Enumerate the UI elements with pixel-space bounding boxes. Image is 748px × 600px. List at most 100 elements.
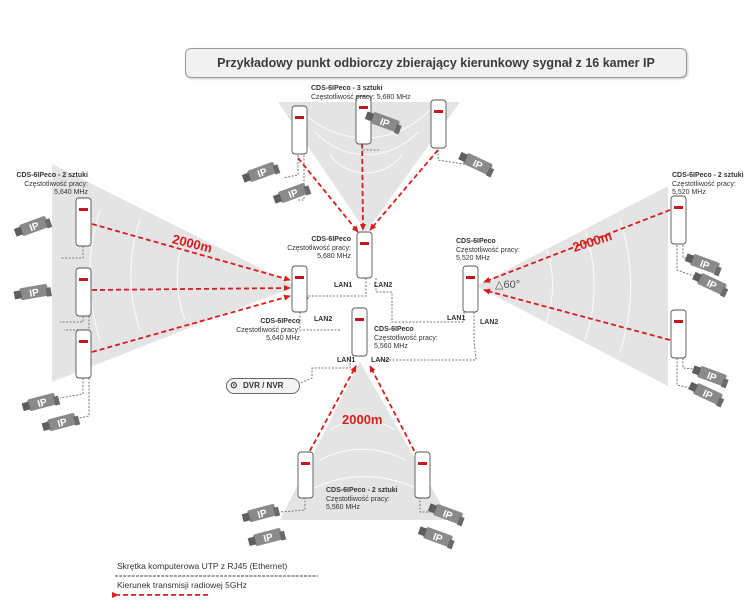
sector-left (52, 164, 296, 382)
label-hub-left-freqlabel: Częstotliwość pracy: (236, 326, 300, 334)
lan2-hub-right: LAN2 (480, 319, 499, 326)
label-hub-top-freqlabel: Częstotliwość pracy: (287, 244, 351, 252)
ip-camera-icon: IP (247, 528, 287, 547)
label-hub-center-freqlabel: Częstotliwość pracy: (374, 334, 438, 342)
label-top-model: CDS-6IPeco - 3 sztuki (311, 85, 383, 92)
ip-camera-icon: IP (364, 111, 402, 135)
label-hub-top: CDS-6IPeco Częstotliwość pracy: 5,680 MH… (287, 236, 351, 262)
lan2-hub-center: LAN2 (371, 357, 390, 364)
label-hub-left: CDS-6IPeco Częstotliwość pracy: 5,640 MH… (236, 318, 300, 344)
lan1-hub-center: LAN1 (337, 357, 356, 364)
ip-camera-label: IP (56, 417, 68, 430)
lan2-hub-top: LAN2 (374, 282, 393, 289)
label-hub-right-freq: 5,520 MHz (456, 255, 490, 262)
ip-camera-icon: IP (692, 271, 729, 298)
legend-radio: Kierunek transmisji radiowej 5GHz (117, 580, 247, 590)
label-right-freqlabel: Częstotliwość pracy: (672, 180, 736, 188)
angle-label: △60° (495, 279, 521, 291)
ip-camera-icon: IP (272, 183, 312, 204)
label-left-model: CDS-6IPeco - 2 sztuki (16, 172, 88, 179)
legend-utp: Skrętka komputerowa UTP z RJ45 (Ethernet… (117, 561, 288, 571)
radio-links (91, 134, 671, 598)
label-hub-top-model: CDS-6IPeco (311, 236, 351, 243)
ip-camera-label: IP (28, 221, 41, 235)
label-bottom-freqlabel: Częstotliwość pracy: (326, 495, 390, 503)
sector-right (476, 186, 668, 386)
label-hub-center-freq: 5,560 MHz (374, 343, 408, 350)
ip-camera-icon: IP (691, 365, 729, 389)
ip-camera-label: IP (705, 371, 718, 385)
device-hub-top (356, 231, 373, 279)
angle-value: 60° (503, 279, 521, 291)
ip-camera-label: IP (262, 532, 274, 545)
label-left-freq: 5,640 MHz (54, 189, 88, 196)
label-hub-right-freqlabel: Częstotliwość pracy: (456, 246, 520, 254)
device-top-1 (291, 105, 308, 155)
label-hub-right: CDS-6IPeco Częstotliwość pracy: 5,520 MH… (456, 238, 520, 264)
ip-camera-icon: IP (41, 413, 81, 432)
device-hub-center (351, 307, 368, 357)
label-bottom-model: CDS-6IPeco - 2 sztuki (326, 487, 398, 494)
ip-camera-label: IP (705, 278, 719, 292)
label-right-group: CDS-6IPeco - 2 sztuki Częstotliwość prac… (672, 172, 744, 198)
page-title: Przykładowy punkt odbiorczy zbierający k… (217, 56, 655, 70)
label-top-freq: Częstotliwość pracy: 5,680 MHz (311, 93, 411, 101)
sector-bottom (280, 362, 450, 520)
ip-camera-label: IP (441, 509, 454, 523)
ip-camera-label: IP (29, 287, 41, 300)
ip-camera-icon: IP (13, 283, 52, 301)
dvr-icon: ⊙ (230, 380, 238, 390)
label-hub-top-freq: 5,680 MHz (317, 253, 351, 260)
ip-camera-icon: IP (427, 503, 465, 527)
title-box: Przykładowy punkt odbiorczy zbierający k… (185, 48, 687, 78)
ip-camera-label: IP (431, 532, 444, 546)
device-right-1 (670, 195, 687, 245)
ip-camera-icon: IP (417, 526, 455, 550)
label-left-freqlabel: Częstotliwość pracy: (24, 180, 88, 188)
ip-camera-label: IP (256, 508, 268, 521)
device-hub-left (291, 265, 308, 313)
ip-camera-label: IP (256, 167, 269, 181)
label-right-model: CDS-6IPeco - 2 sztuki (672, 172, 744, 179)
ip-camera-label: IP (378, 117, 391, 131)
lan1-hub-top: LAN1 (334, 282, 353, 289)
ip-camera-icon: IP (21, 393, 61, 412)
label-top-group: CDS-6IPeco - 3 sztuki Częstotliwość prac… (311, 85, 411, 102)
ip-camera-icon: IP (688, 381, 725, 408)
dvr-nvr-box[interactable]: ⊙ DVR / NVR (226, 378, 300, 394)
distance-bottom: 2000m (342, 412, 383, 427)
label-hub-left-model: CDS-6IPeco (260, 318, 300, 325)
ip-camera-icon: IP (458, 151, 495, 178)
device-right-2 (670, 309, 687, 359)
device-left-1 (75, 197, 92, 247)
label-right-freq: 5,520 MHz (672, 189, 706, 196)
device-logos (79, 106, 683, 465)
label-left-group: CDS-6IPeco - 2 sztuki Częstotliwość prac… (16, 172, 88, 198)
ip-camera-label: IP (698, 259, 711, 273)
device-bottom-1 (297, 451, 314, 499)
ip-camera-label: IP (36, 397, 48, 410)
dvr-label: DVR / NVR (243, 381, 284, 390)
ip-camera-label: IP (471, 158, 485, 172)
device-left-3 (75, 329, 92, 379)
label-hub-right-model: CDS-6IPeco (456, 238, 496, 245)
label-bottom-freq: 5,560 MHz (326, 504, 360, 511)
device-hub-right (462, 265, 479, 313)
lan1-hub-right: LAN1 (447, 315, 466, 322)
lan2-hub-left: LAN2 (314, 316, 333, 323)
label-hub-center: CDS-6IPeco Częstotliwość pracy: 5,560 MH… (374, 326, 438, 352)
sector-top (278, 102, 460, 232)
ip-camera-icon: IP (241, 504, 281, 523)
device-bottom-2 (414, 451, 431, 499)
ip-camera-label: IP (701, 388, 715, 402)
device-left-2 (75, 267, 92, 317)
ip-camera-label: IP (287, 188, 300, 202)
label-hub-center-model: CDS-6IPeco (374, 326, 414, 333)
device-top-3 (430, 99, 447, 149)
ip-camera-icon: IP (13, 216, 53, 237)
ip-camera-icon: IP (684, 253, 722, 277)
label-hub-left-freq: 5,640 MHz (266, 335, 300, 342)
label-bottom-group: CDS-6IPeco - 2 sztuki Częstotliwość prac… (326, 487, 398, 513)
ip-camera-icon: IP (241, 162, 281, 183)
